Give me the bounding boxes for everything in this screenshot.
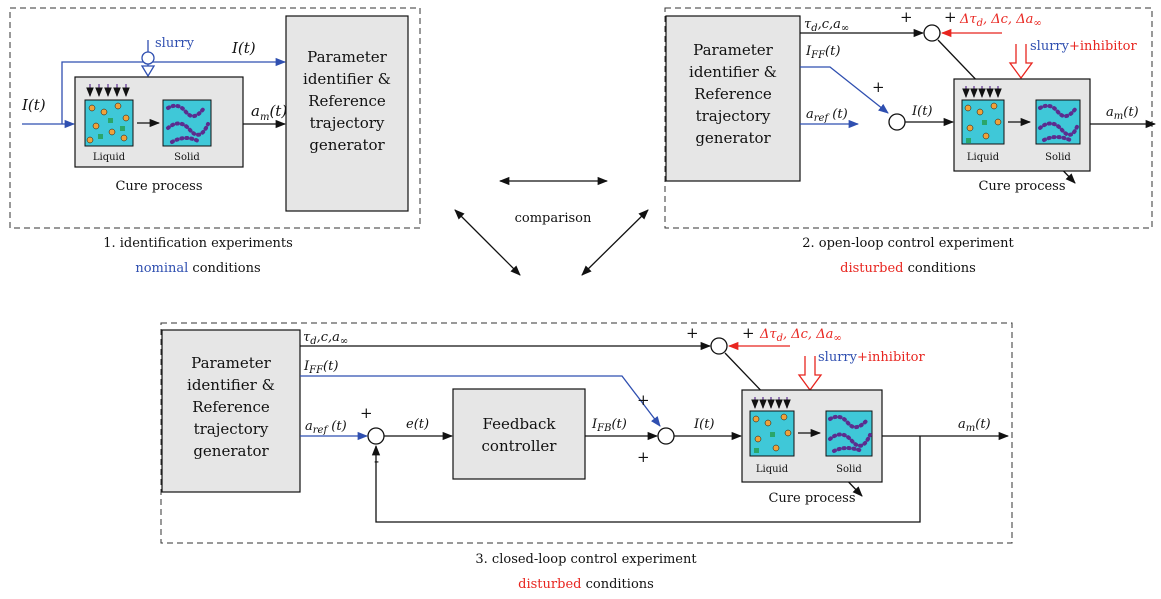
panel2-plus-top: + [900,8,913,26]
panel2-identifier-line-5: generator [695,129,771,147]
panel2-cure-process-label: Cure process [978,179,1065,194]
panel2-input-summer [888,113,906,131]
panel3-input-summer [657,427,675,445]
panel1-input-label: I(t) [21,96,46,114]
panel1-identifier-line-4: trajectory [310,114,385,132]
panel1-solid-label: Solid [174,152,200,163]
panel2-conditions: disturbed conditions [840,261,976,276]
panel2-slurry-label: slurry+inhibitor [1030,39,1137,54]
panel3-disturbance-label: Δτd, Δc, Δa∞ [759,327,842,344]
panel1-cure-process-label: Cure process [115,179,202,194]
panel2-liquid-label: Liquid [967,152,1000,163]
panel3-params-label: τd,c,a∞ [303,330,348,347]
panel2-frame [664,7,1153,229]
panel3-solid-tank-icon [825,410,873,457]
panel1-dosing-arrows-icon [86,84,130,97]
panel3-plus-fb: + [637,448,650,466]
panel2-aref-label: aref (t) [806,107,848,124]
panel-identification: I(t) slurry I(t) [9,7,421,276]
panel3-conditions: disturbed conditions [518,577,654,592]
panel2-disturbance-label: Δτd, Δc, Δa∞ [959,12,1042,29]
panel3-dosing-arrows-icon [751,397,791,409]
panel1-conditions: nominal conditions [135,261,260,276]
panel3-identifier-line-5: generator [193,442,269,460]
panel3-plus-top: + [686,324,699,342]
comparison-left-arrow [454,209,521,276]
panel2-plus-ff: + [872,78,885,96]
panel2-params-label: τd,c,a∞ [804,17,849,34]
panel2-liquid-tank-icon [961,99,1005,145]
panel3-feedback-line-1: Feedback [483,415,557,433]
panel3-liquid-label: Liquid [756,464,789,475]
panel3-caption: 3. closed-loop control experiment [475,552,697,567]
panel1-identifier-box [285,15,409,212]
panel3-identifier-line-1: Parameter [191,354,271,372]
panel1-caption: 1. identification experiments [103,236,293,251]
panel3-identifier-line-3: Reference [192,398,270,416]
panel3-error-label: e(t) [406,417,429,432]
panel2-identifier-line-3: Reference [694,85,772,103]
panel2-plus-disturb: + [944,8,957,26]
panel3-slurry-label: slurry+inhibitor [818,350,925,365]
panel3-param-summer [710,337,728,355]
panel3-feedback-loop-arrow [371,436,921,523]
panel2-identifier-line-1: Parameter [693,41,773,59]
panel2-caption: 2. open-loop control experiment [802,236,1014,251]
panel3-frame [160,322,1013,544]
panel3-identifier-box [161,329,301,493]
panel3-liquid-tank-icon [749,410,795,457]
panel2-iff-label: IFF(t) [805,44,840,61]
panel3-aref-label: aref (t) [305,419,347,436]
panel2-dosing-arrows-icon [962,86,1002,98]
panel3-solid-label: Solid [836,464,862,475]
panel3-iff-label: IFF(t) [303,359,338,376]
panel2-solid-label: Solid [1045,152,1071,163]
panel3-cure-process-label: Cure process [768,491,855,506]
panel3-iff-arrow [300,375,661,427]
panel3-identifier-line-4: trajectory [194,420,269,438]
panel1-branch-arrow [61,57,287,124]
panel3-feedback-line-2: controller [482,437,558,455]
panel2-it-label: I(t) [911,104,933,119]
panel1-liquid-label: Liquid [93,152,126,163]
panel3-feedback-controller-box [452,388,586,480]
panel1-identifier-line-5: generator [309,136,385,154]
panel3-plus-disturb: + [742,324,755,342]
panel3-output-label: am(t) [958,417,991,434]
panel-closed-loop: Parameter identifier & Reference traject… [160,322,1013,592]
panel1-output-label: am(t) [251,102,287,123]
panel3-error-summer [367,427,385,445]
comparison-right-arrow [581,209,649,276]
panel2-identifier-line-2: identifier & [689,63,777,81]
panel1-identifier-line-2: identifier & [303,70,391,88]
panel1-identifier-line-3: Reference [308,92,386,110]
panel-open-loop: Parameter identifier & Reference traject… [664,7,1157,276]
panel3-identifier-line-2: identifier & [187,376,275,394]
panel2-param-summer [923,24,941,42]
panel2-solid-tank-icon [1035,99,1081,145]
panel1-valve-icon [140,51,156,78]
panel2-output-label: am(t) [1106,105,1139,122]
comparison-group: comparison [454,176,649,276]
panel1-frame [9,7,421,229]
panel1-solid-tank-icon [162,99,212,147]
panel3-plus-aref: + [360,404,373,422]
panel3-it-label: I(t) [693,417,715,432]
panel1-liquid-tank-icon [84,99,134,147]
comparison-label: comparison [515,211,592,226]
panel1-identifier-line-1: Parameter [307,48,387,66]
panel2-identifier-line-4: trajectory [696,107,771,125]
panel3-plus-ff: + [637,391,650,409]
panel1-it-label: I(t) [231,39,256,57]
panel2-iff-arrow [800,66,889,114]
panel3-ifb-label: IFB(t) [591,417,627,434]
panel2-identifier-box [665,15,801,182]
panel2-feed-arrow-icon [1008,44,1034,80]
panel1-slurry-label: slurry [155,36,195,51]
